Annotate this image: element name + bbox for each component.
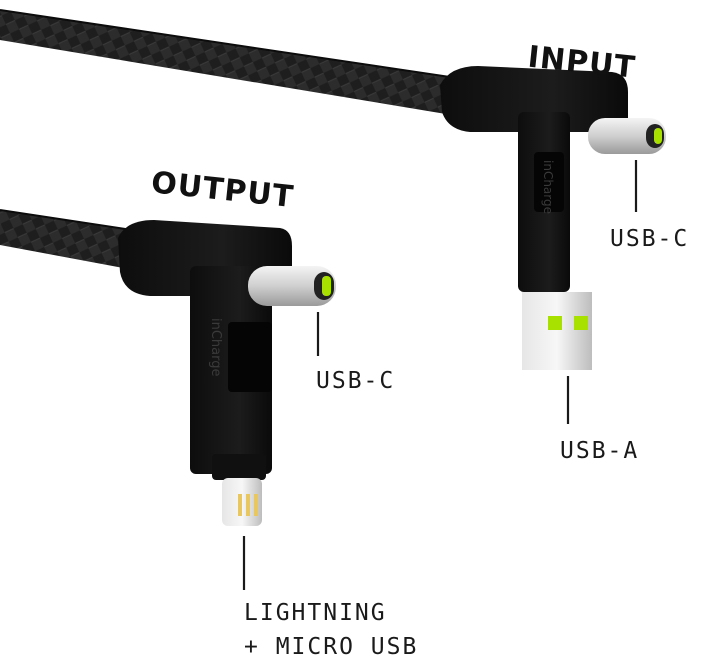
input-usb-a-plug [522,292,592,370]
label-output-usb-c: USB-C [316,368,395,394]
label-input-usb-c: USB-C [610,226,689,252]
output-cable [0,209,146,272]
input-cable [0,9,471,118]
label-output-lightning-line2: + MICRO USB [244,634,418,660]
output-lightning-plug [222,478,262,526]
input-usb-c-plug [588,118,666,154]
output-heading: OUTPUT [150,165,296,215]
label-output-lightning-line1: LIGHTNING [244,600,387,626]
input-connector: inCharge [440,66,666,370]
output-logo-text: inCharge [208,318,223,377]
output-usb-c-plug [248,266,336,306]
label-input-usb-a: USB-A [560,438,639,464]
output-connector: inCharge [118,220,336,526]
input-logo-text: inCharge [541,160,555,214]
